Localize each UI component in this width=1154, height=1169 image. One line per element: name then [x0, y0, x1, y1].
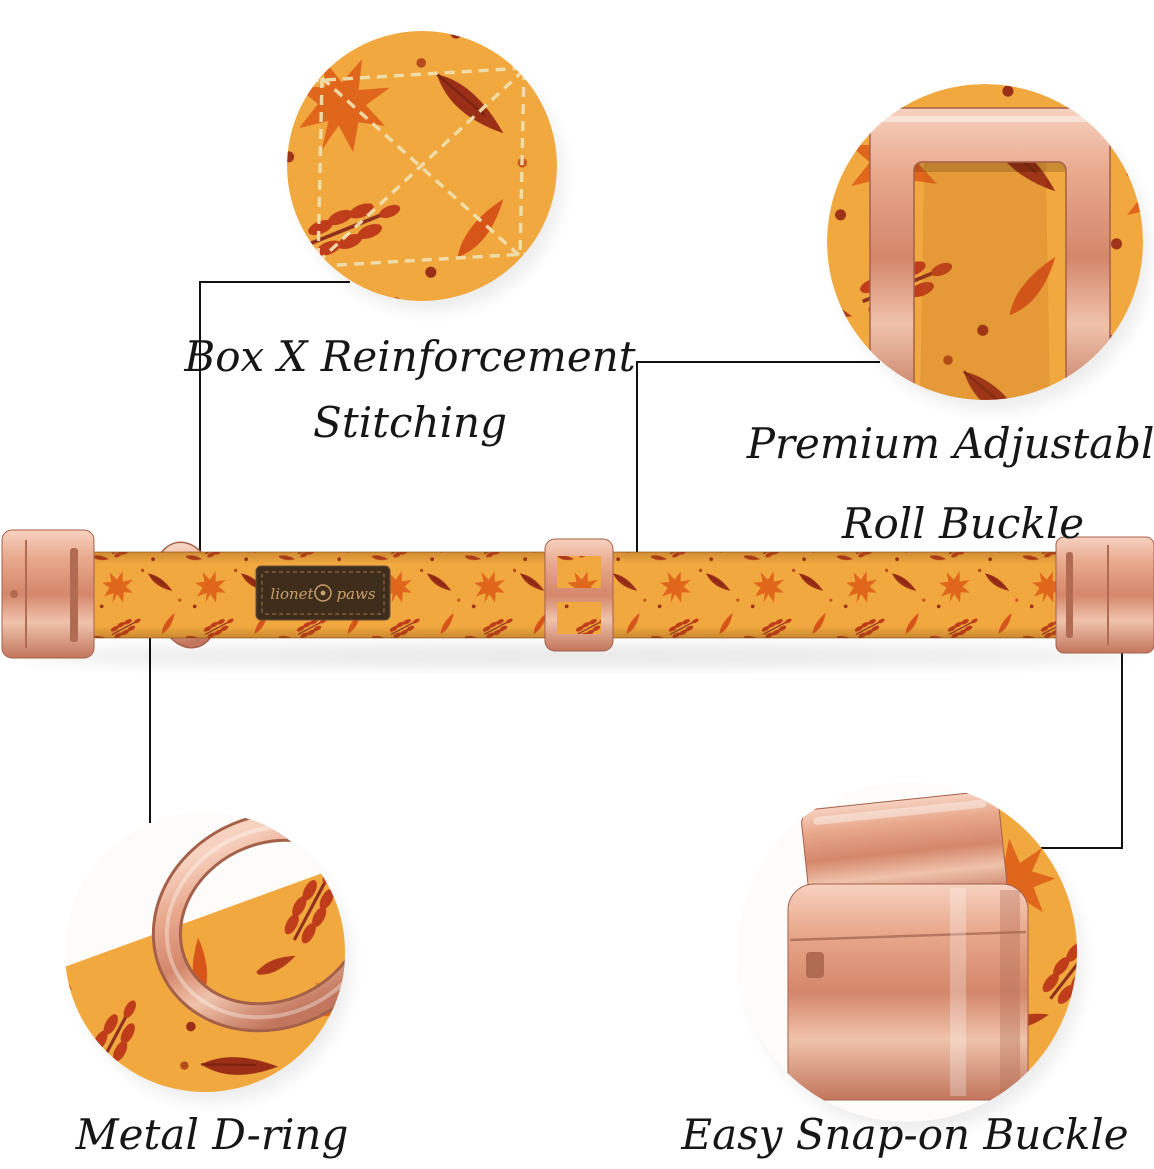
collar-shadow — [17, 647, 1137, 665]
zoom-fabric — [65, 849, 345, 1092]
callout-circle-stitching — [287, 31, 557, 301]
collar-buckle-right — [1055, 536, 1154, 654]
box-x-stitching — [287, 64, 557, 270]
brand-logo-icon — [314, 584, 332, 602]
connector-roll-buckle — [636, 361, 880, 552]
collar-buckle-left — [1, 529, 95, 659]
brand-word-1: lionet — [270, 585, 314, 603]
callout-label-stitching-line2: Stitching — [313, 398, 507, 447]
collar-brand-label: lionet paws — [255, 565, 391, 621]
collar: lionet paws — [1, 529, 1154, 659]
connector-snap-buckle — [1041, 638, 1123, 849]
callout-label-roll-buckle-line2: Roll Buckle — [841, 499, 1085, 548]
zoom-snap-buckle — [787, 790, 1029, 1101]
callout-label-roll-buckle-line1: Premium Adjustable — [746, 419, 1154, 468]
connector-stitching — [199, 281, 350, 552]
zoom-fabric-edge — [980, 782, 1077, 1122]
brand-word-2: paws — [336, 585, 375, 603]
brand-logo-dot — [320, 590, 326, 596]
rolled-fabric-shading — [920, 120, 1050, 400]
callout-label-stitching: Box X Reinforcement Stitching — [178, 324, 642, 456]
callout-label-stitching-line1: Box X Reinforcement — [184, 332, 636, 381]
connector-lines — [149, 281, 1123, 849]
callout-label-d-ring: Metal D-ring — [75, 1110, 349, 1159]
callout-circle-d-ring — [65, 812, 345, 1092]
buckle-highlight — [878, 116, 1102, 122]
callout-label-snap-buckle: Easy Snap-on Buckle — [681, 1110, 1129, 1159]
callout-label-roll-buckle: Premium Adjustable Roll Buckle — [743, 404, 1154, 564]
buckle-inner-shadow — [914, 160, 1066, 172]
collar-slider-buckle — [544, 538, 614, 652]
zoom-d-ring — [151, 812, 345, 1033]
callout-circle-snap-buckle — [737, 782, 1077, 1122]
